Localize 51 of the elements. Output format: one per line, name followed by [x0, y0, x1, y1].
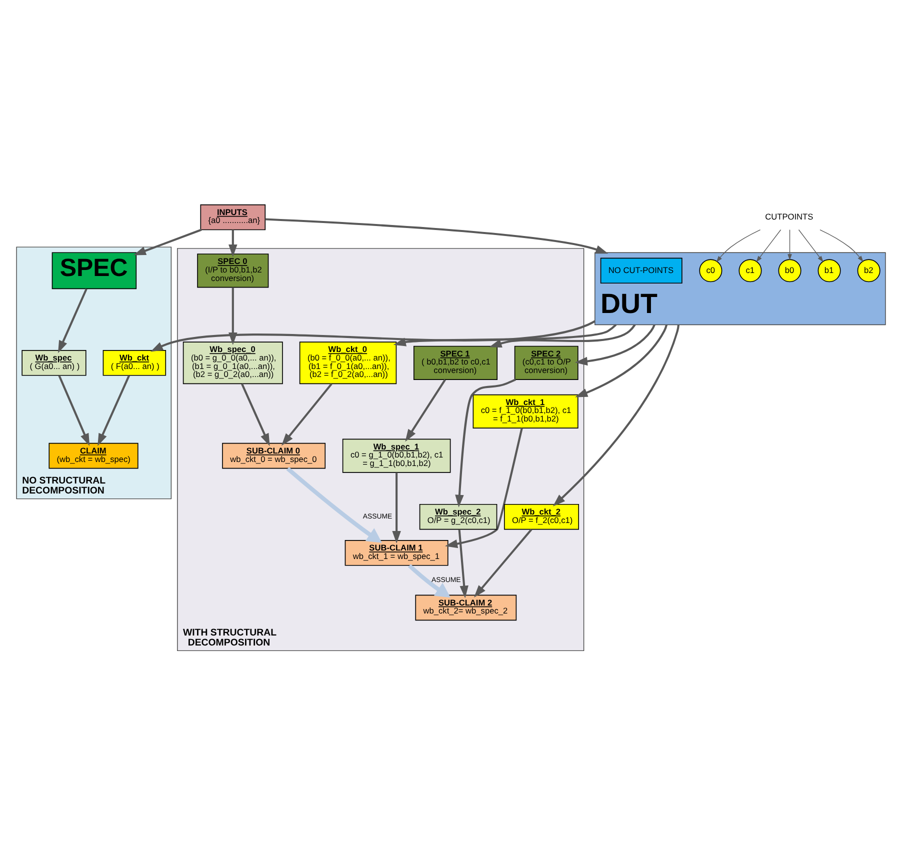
node-text: CUTPOINTS: [765, 210, 814, 221]
arrow: [150, 320, 596, 352]
node-box: Wb_ckt_2 O/P = f_2(c0,c1): [504, 503, 580, 530]
node-box: SPEC: [52, 252, 137, 289]
node-box: SUB-CLAIM 2 wb_ckt_2= wb_spec_2: [415, 594, 517, 620]
node-box: SPEC 0 (I/P to b0,b1,b2 conversion): [197, 253, 269, 288]
node-box: SUB-CLAIM 0 wb_ckt_0 = wb_spec_0: [222, 442, 326, 468]
arrow: [98, 374, 130, 446]
arrow: [575, 324, 668, 397]
node-box: Wb_spec_1 c0 = g_1_0(b0,b1,b2), c1 = g_1_1(b0,b1,b2): [342, 438, 451, 472]
arrow: [392, 472, 401, 544]
arrow: [286, 466, 382, 542]
arrow: [788, 228, 792, 260]
arrow: [820, 228, 864, 262]
node-circle: c1: [738, 258, 762, 282]
node-circle: c0: [699, 258, 722, 282]
arrow: [489, 324, 636, 348]
node-box: NO CUT-POINTS: [600, 257, 682, 284]
arrow: [444, 427, 523, 548]
arrow: [265, 218, 608, 254]
node-box: Wb_ckt ( F(a0... an) ): [102, 349, 166, 376]
arrow: [228, 229, 238, 257]
arrow: [716, 228, 761, 262]
arrow: [58, 374, 90, 446]
arrow: [458, 528, 468, 598]
node-box: Wb_spec ( G(a0... an) ): [22, 349, 86, 376]
node-box: CLAIM (wb_ckt = wb_spec): [48, 442, 138, 468]
arrow: [405, 378, 446, 442]
arrow: [474, 528, 532, 597]
arrow: [241, 382, 270, 446]
arrow: [798, 228, 824, 262]
arrow: [281, 382, 332, 446]
arrow: [408, 564, 451, 598]
arrow: [133, 228, 202, 255]
node-box: Wb_ckt_1 c0 = f_1_0(b0,b1,b2), c1 = f_1_1(b0,b1,b2): [472, 394, 578, 428]
node-box: SPEC 1 ( b0,b1,b2 to c0,c1 conversion): [413, 345, 498, 380]
node-box: SPEC 2 (c0,c1 to O/P conversion): [514, 345, 578, 380]
node-box: Wb_spec_0 (b0 = g_0_0(a0,... an)), (b1 = g_0_1(a0,...an)), (b2 = g_0_2(a0,...an)): [182, 341, 283, 384]
node-box: SUB-CLAIM 1 wb_ckt_1 = wb_spec_1: [344, 540, 448, 566]
arrow: [756, 228, 782, 262]
arrow: [455, 378, 516, 507]
node-circle: b2: [857, 258, 880, 282]
node-box: INPUTS {a0 ...........an}: [200, 204, 266, 230]
arrow: [58, 288, 88, 353]
node-circle: b0: [778, 258, 802, 282]
arrow: [393, 323, 617, 346]
node-box: Wb_spec_2 O/P = g_2(c0,c1): [419, 503, 498, 530]
node-box: Wb_ckt_0 (b0 = f_0_0(a0,... an)), (b1 = f_0_1(a0,...an)), (b2 = f_0_2(a0,...an)): [299, 341, 397, 384]
node-circle: b1: [818, 258, 841, 282]
arrow: [552, 324, 680, 506]
arrow: [574, 324, 656, 366]
